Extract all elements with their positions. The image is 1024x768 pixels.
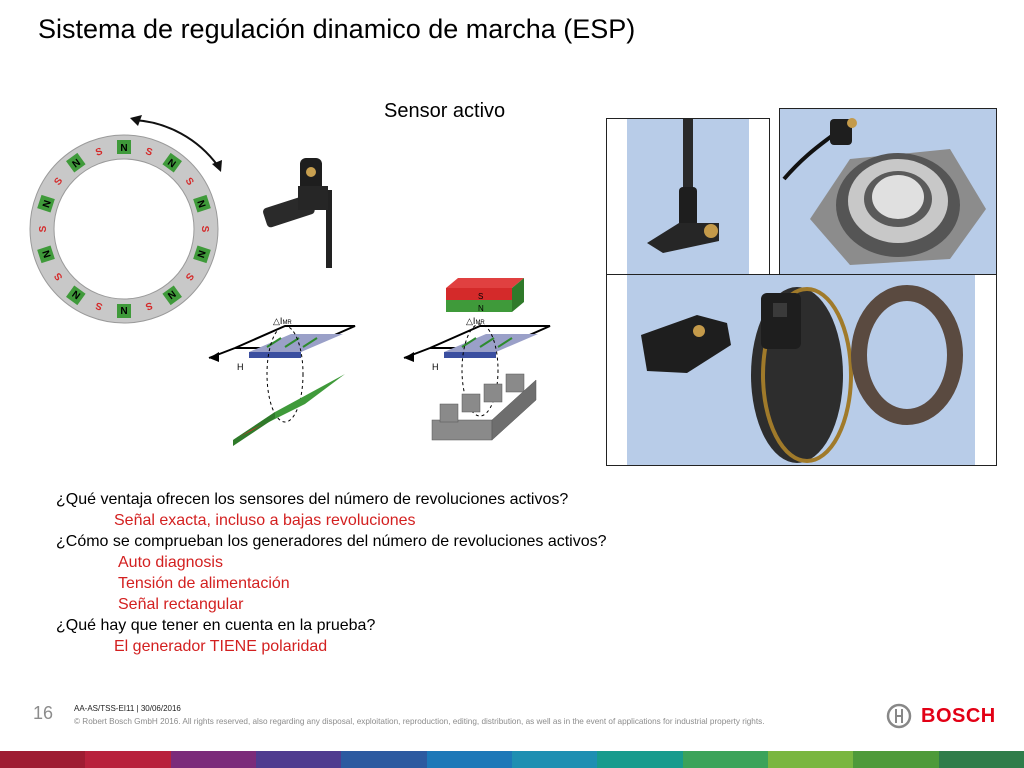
- stripe-segment: [0, 751, 86, 768]
- question-line: ¿Qué ventaja ofrecen los sensores del nú…: [56, 491, 569, 508]
- question-line: ¿Qué hay que tener en cuenta en la prueb…: [56, 617, 376, 634]
- question-line: ¿Cómo se comprueban los generadores del …: [56, 533, 607, 550]
- stripe-segment: [85, 751, 171, 768]
- ring-pole-s-label: S: [144, 146, 154, 159]
- stripe-segment: [682, 751, 768, 768]
- encoder-ring-body: [30, 135, 218, 323]
- footer-reference: AA-AS/TSS-EI11 | 30/06/2016: [74, 704, 181, 713]
- photo-sensor-encoder-disc: [606, 274, 997, 466]
- ring-pole-n-label: N: [194, 199, 207, 209]
- stripe-segment: [938, 751, 1024, 768]
- answer-line: Señal rectangular: [118, 596, 244, 613]
- stripe-segment: [170, 751, 256, 768]
- stripe-segment: [426, 751, 512, 768]
- stripe-segment: [255, 751, 342, 768]
- ring-pole-n-label: N: [194, 249, 207, 259]
- slide-title: Sistema de regulación dinamico de marcha…: [38, 14, 636, 44]
- page-number: 16: [33, 703, 54, 723]
- ring-pole-n-label: N: [41, 199, 54, 209]
- stripe-segment: [511, 751, 598, 768]
- ring-pole-s-label: S: [38, 225, 49, 232]
- stripe-segment: [341, 751, 427, 768]
- ring-pole-n-box: [66, 152, 86, 173]
- ring-pole-s-label: S: [199, 226, 210, 233]
- answer-line: Señal exacta, incluso a bajas revolucion…: [114, 512, 416, 529]
- ring-pole-n-box: [193, 245, 211, 264]
- slide-subtitle: Sensor activo: [384, 100, 506, 122]
- ring-pole-n-box: [162, 285, 182, 306]
- svg-text:H: H: [237, 362, 244, 372]
- svg-text:△IMR: △IMR: [273, 316, 292, 326]
- ring-pole-n-box: [193, 194, 211, 213]
- svg-text:△IMR: △IMR: [466, 316, 485, 326]
- ring-pole-n-box: [37, 194, 55, 213]
- ring-pole-s-label: S: [144, 299, 154, 312]
- qa-list: ¿Qué ventaja ofrecen los sensores del nú…: [56, 489, 607, 657]
- gear-teeth: [431, 373, 537, 441]
- active-sensor-illustration: [263, 158, 332, 268]
- ring-pole-n-box: [66, 285, 86, 306]
- bosch-armature-logo-icon: [886, 703, 912, 729]
- ring-pole-n-label: N: [120, 143, 127, 154]
- ring-pole-n-box: [117, 304, 131, 318]
- rotation-arrow-icon: [133, 119, 219, 167]
- photo-wheel-bearing: [779, 108, 997, 276]
- answer-line: Tensión de alimentación: [118, 575, 290, 592]
- svg-text:N: N: [478, 304, 484, 313]
- ring-pole-s-label: S: [94, 299, 104, 312]
- magnet-strip-stripes: [239, 388, 329, 437]
- bosch-brand-name: BOSCH: [921, 705, 996, 727]
- svg-text:H: H: [432, 362, 439, 372]
- ring-pole-n-label: N: [120, 304, 127, 315]
- photo-sensor-cable: [606, 118, 770, 275]
- ring-pole-n-label: N: [41, 249, 54, 259]
- mr-sensor-diagram-right: S N △IMR H: [403, 278, 551, 441]
- stripe-segment: [767, 751, 854, 768]
- ring-pole-n-box: [37, 245, 55, 264]
- ring-pole-n-box: [162, 152, 182, 173]
- ring-pole-s-label: S: [94, 146, 104, 159]
- ring-pole-n-box: [117, 140, 131, 154]
- answer-line: El generador TIENE polaridad: [114, 638, 328, 655]
- mr-sensor-diagram-left: △IMR H: [208, 316, 356, 446]
- stripe-segment: [853, 751, 939, 768]
- stripe-segment: [597, 751, 683, 768]
- bottom-color-stripe: [0, 751, 1024, 768]
- svg-text:S: S: [478, 292, 483, 301]
- answer-line: Auto diagnosis: [118, 554, 223, 571]
- footer-copyright: © Robert Bosch GmbH 2016. All rights res…: [74, 717, 765, 726]
